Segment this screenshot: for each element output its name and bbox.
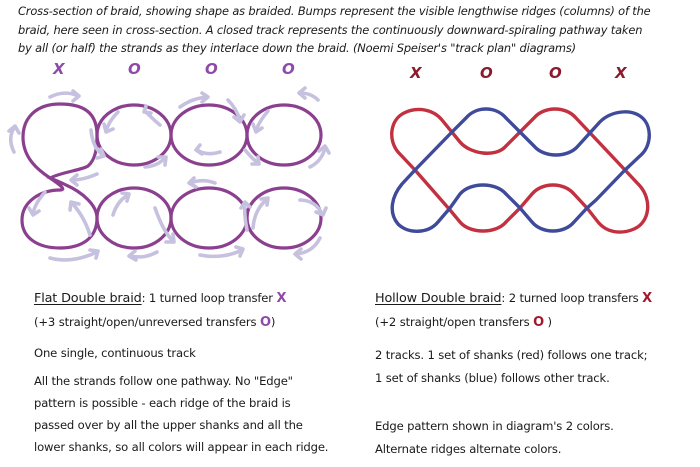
track-plan-diagrams <box>7 86 651 262</box>
hollow-double-braid-tracks <box>390 107 651 234</box>
flat-subtitle-text: (+3 straight/open/unreversed transfers <box>34 315 260 329</box>
flat-braid-title: Flat Double braid <box>34 291 142 306</box>
turned-loop-x-mark: X <box>642 291 652 306</box>
hollow-column-mark-4: X <box>615 64 627 82</box>
hollow-column-mark-3: O <box>549 64 562 82</box>
flat-track-note: One single, continuous track <box>34 346 196 360</box>
flat-column-mark-1: X <box>53 60 65 78</box>
caption-line-2: braid, here seen in cross-section. A clo… <box>18 23 643 37</box>
flat-desc-line-2: pattern is possible - each ridge of the … <box>34 396 291 410</box>
turned-loop-x-mark: X <box>276 291 287 306</box>
hollow-braid-title: Hollow Double braid <box>375 291 502 306</box>
flat-column-mark-4: O <box>282 60 295 78</box>
hollow-column-mark-2: O <box>480 64 493 82</box>
flat-column-mark-3: O <box>205 60 218 78</box>
flat-subtitle-line: (+3 straight/open/unreversed transfers O… <box>34 315 275 330</box>
flat-desc-line-4: lower shanks, so all colors will appear … <box>34 440 329 454</box>
flat-title-line: Flat Double braid: 1 turned loop transfe… <box>34 291 286 306</box>
caption-line-3: by all (or half) the strands as they int… <box>18 41 576 55</box>
straight-o-mark: O <box>259 315 271 330</box>
hollow-tracks-line-2: 1 set of shanks (blue) follows other tra… <box>375 371 610 385</box>
flat-subtitle-close: ) <box>270 315 276 329</box>
hollow-column-mark-1: X <box>410 64 422 82</box>
flat-column-mark-2: O <box>128 60 141 78</box>
hollow-title-rest: : 2 turned loop transfers <box>501 291 643 305</box>
hollow-edge-line-1: Edge pattern shown in diagram's 2 colors… <box>375 419 614 433</box>
straight-o-mark: O <box>533 315 544 330</box>
hollow-subtitle-close: ) <box>543 315 553 329</box>
flat-desc-line-1: All the strands follow one pathway. No "… <box>34 374 293 388</box>
flat-desc-line-3: passed over by all the upper shanks and … <box>34 418 303 432</box>
hollow-edge-line-2: Alternate ridges alternate colors. <box>375 442 562 456</box>
caption-line-1: Cross-section of braid, showing shape as… <box>18 4 651 18</box>
flat-direction-arrows <box>7 86 331 262</box>
blue-track <box>390 107 651 233</box>
hollow-title-line: Hollow Double braid: 2 turned loop trans… <box>375 291 652 306</box>
hollow-subtitle-line: (+2 straight/open transfers O ) <box>375 315 552 330</box>
hollow-tracks-line-1: 2 tracks. 1 set of shanks (red) follows … <box>375 348 648 362</box>
red-track <box>390 107 650 234</box>
flat-title-rest: : 1 turned loop transfer <box>141 291 277 305</box>
flat-double-braid-track <box>20 102 323 250</box>
hollow-subtitle-text: (+2 straight/open transfers <box>375 315 534 329</box>
